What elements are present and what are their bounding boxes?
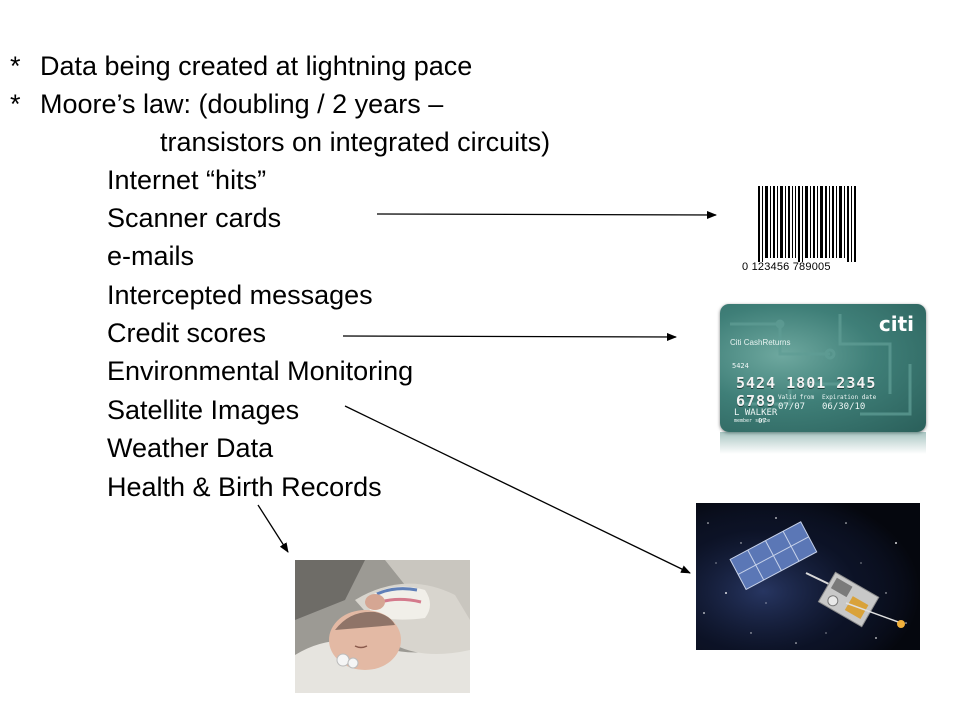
card-valid-from-label: Valid from bbox=[778, 394, 815, 401]
item-emails: e-mails bbox=[107, 241, 195, 271]
newborn-photo bbox=[295, 560, 470, 693]
arrow-scanner-to-barcode bbox=[376, 210, 717, 219]
card-expiration: 06/30/10 bbox=[822, 402, 866, 412]
bullet-line-1: * Data being created at lightning pace bbox=[10, 50, 472, 82]
item-environmental-monitoring: Environmental Monitoring bbox=[107, 356, 414, 386]
arrow-health-to-baby bbox=[257, 504, 289, 553]
card-valid-from: 07/07 bbox=[778, 402, 806, 412]
bullet-text: Moore’s law: (doubling / 2 years – bbox=[40, 89, 444, 119]
bullet-marker: * bbox=[10, 89, 21, 119]
credit-card-image: citi Citi CashReturns 5424 5424 1801 234… bbox=[712, 300, 934, 454]
item-weather-data: Weather Data bbox=[107, 433, 274, 463]
bullet-marker: * bbox=[10, 51, 21, 81]
barcode-bars bbox=[758, 186, 856, 266]
card-brand: citi bbox=[878, 312, 914, 336]
card-member-since-label: member since bbox=[734, 418, 771, 424]
arrow-credit-to-card bbox=[342, 332, 677, 341]
bullet-line-2: * Moore’s law: (doubling / 2 years – bbox=[10, 88, 443, 120]
circuit-pattern-icon bbox=[730, 314, 912, 416]
arrow-satellite-to-photo bbox=[344, 405, 691, 574]
card-expiration-label: Expiration date bbox=[822, 394, 877, 401]
item-credit-scores: Credit scores bbox=[107, 318, 267, 348]
item-internet-hits: Internet “hits” bbox=[107, 165, 267, 195]
item-health-birth-records: Health & Birth Records bbox=[107, 472, 382, 502]
card-product: Citi CashReturns bbox=[730, 338, 791, 347]
card-holder: L WALKER bbox=[734, 408, 778, 418]
satellite-photo bbox=[696, 503, 920, 650]
card-member-since: 07 bbox=[758, 417, 767, 425]
satellite-illustration bbox=[696, 503, 920, 650]
card-reflection bbox=[720, 432, 926, 454]
bullet-continuation: transistors on integrated circuits) bbox=[160, 127, 551, 157]
credit-card: citi Citi CashReturns 5424 5424 1801 234… bbox=[720, 304, 926, 432]
card-small-code: 5424 bbox=[732, 362, 749, 370]
newborn-illustration bbox=[295, 560, 470, 693]
barcode-icon: 0 123456 789005 bbox=[742, 186, 864, 278]
item-satellite-images: Satellite Images bbox=[107, 395, 300, 425]
item-scanner-cards: Scanner cards bbox=[107, 203, 282, 233]
bullet-text: Data being created at lightning pace bbox=[40, 51, 473, 81]
card-number: 5424 1801 2345 6789 bbox=[736, 374, 877, 410]
item-intercepted-messages: Intercepted messages bbox=[107, 280, 373, 310]
barcode-digits: 0 123456 789005 bbox=[742, 261, 831, 273]
